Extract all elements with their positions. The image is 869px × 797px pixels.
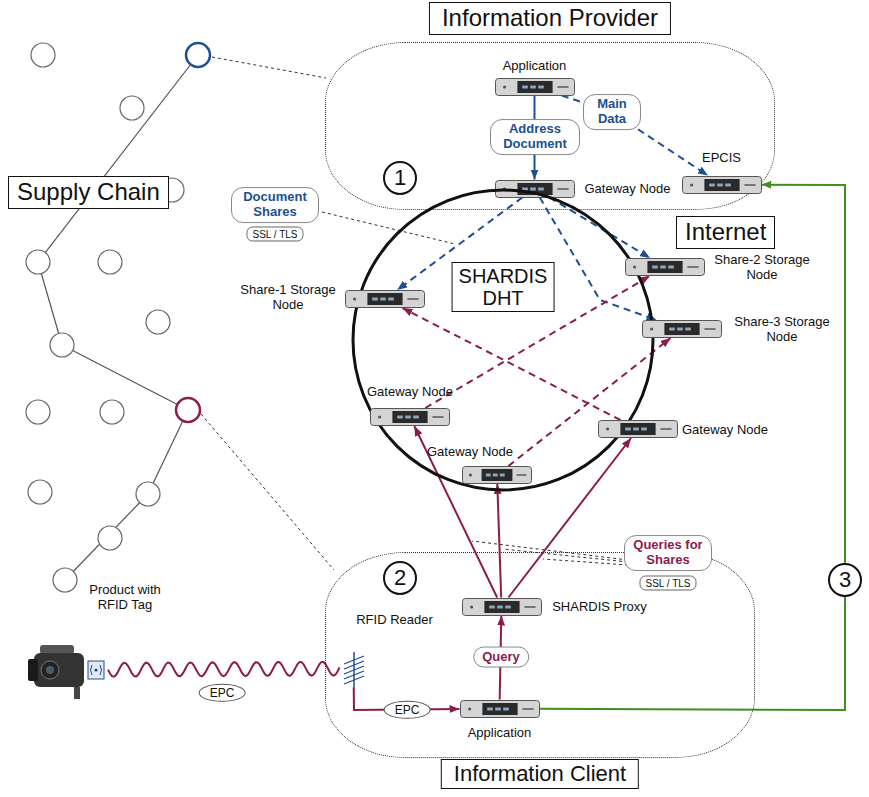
connector <box>549 198 650 259</box>
title-box: Supply Chain <box>8 176 169 209</box>
camera-illustration <box>28 635 108 705</box>
edge-label: Query <box>473 647 529 668</box>
connector <box>497 484 501 598</box>
callout-number: 2 <box>383 561 417 595</box>
box-title: Supply Chain <box>17 178 160 205</box>
protocol-tag: SSL / TLS <box>246 227 303 242</box>
product-camera: Product with RFID Tag <box>28 635 108 705</box>
box-title: Internet <box>685 218 766 245</box>
server-icon <box>642 320 722 338</box>
node-caption: Share-3 Storage Node <box>730 315 834 345</box>
node-caption: SHARDIS Proxy <box>552 599 647 614</box>
proxy-server: SHARDIS Proxy <box>462 598 542 616</box>
gateway-server: Gateway Node <box>598 420 678 438</box>
region-heading: Information Provider <box>429 2 671 35</box>
callout-number: 1 <box>383 161 417 195</box>
node-caption: Product with RFID Tag <box>78 583 173 613</box>
protocol-tag: SSL / TLS <box>639 576 696 591</box>
connector <box>403 308 621 420</box>
node-caption: RFID Reader <box>356 612 433 627</box>
edge-label: EPC <box>199 684 246 702</box>
edge-label: Address Document <box>490 119 580 155</box>
ring-title: SHARDIS DHT <box>452 262 555 312</box>
region-heading: Information Client <box>441 759 639 789</box>
node-caption: Application <box>468 725 532 740</box>
server-icon <box>462 466 532 484</box>
node-caption: Gateway Node <box>682 423 768 438</box>
supply-chain-tree <box>26 43 210 592</box>
server-icon <box>682 176 762 194</box>
connector <box>508 438 631 598</box>
epcis-server: EPCIS <box>682 176 762 194</box>
node-caption: Gateway Node <box>367 385 453 400</box>
edge-label: Main Data <box>583 94 641 130</box>
storage-server: Share-2 Storage Node <box>625 258 705 276</box>
annotation-bubble: Queries for Shares <box>624 535 712 571</box>
node-caption: Gateway Node <box>585 181 671 196</box>
annotation-bubble: Document Shares <box>231 187 319 223</box>
node-caption: EPCIS <box>702 150 741 165</box>
node-caption: Share-1 Storage Node <box>236 283 340 313</box>
rf-signal <box>108 662 339 677</box>
gateway-server: Gateway Node <box>462 466 532 484</box>
connector <box>540 185 846 710</box>
callout-number: 3 <box>828 563 862 597</box>
server-icon <box>460 700 540 718</box>
server-icon <box>598 420 678 438</box>
storage-server: Share-1 Storage Node <box>345 290 425 308</box>
application-server: Application <box>460 700 540 718</box>
server-icon <box>462 598 542 616</box>
server-icon <box>495 78 575 96</box>
server-icon <box>345 290 425 308</box>
server-icon <box>370 408 450 426</box>
node-caption: Share-2 Storage Node <box>710 253 814 283</box>
storage-server: Share-3 Storage Node <box>642 320 722 338</box>
application-server: Application <box>495 78 575 96</box>
edge-label: EPC <box>384 701 431 719</box>
title-box: Internet <box>676 216 775 249</box>
node-caption: Gateway Node <box>427 445 513 460</box>
leader-lines <box>201 57 628 570</box>
gateway-server: Gateway Node <box>370 408 450 426</box>
node-caption: Application <box>503 58 567 73</box>
rfid-reader: RFID Reader <box>340 650 368 688</box>
antenna-icon <box>340 650 368 688</box>
connector <box>508 338 670 466</box>
server-icon <box>625 258 705 276</box>
